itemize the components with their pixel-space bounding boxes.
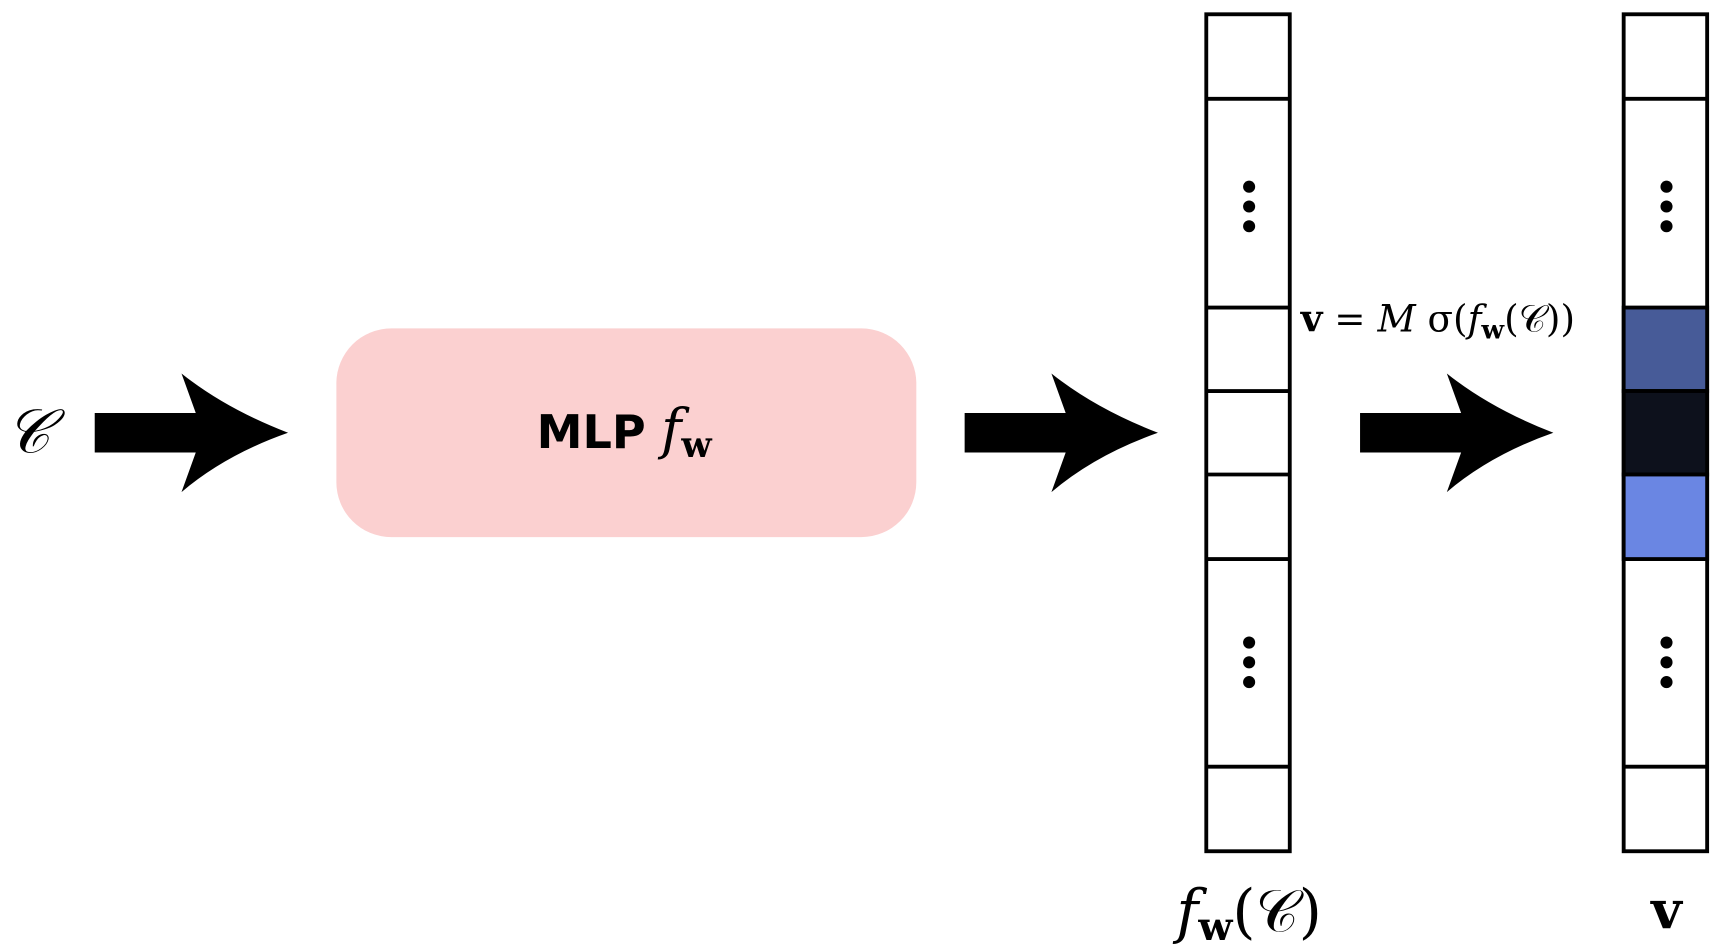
arrow-icon xyxy=(1360,373,1554,493)
ellipsis-icon xyxy=(1660,180,1673,689)
ellipsis-icon xyxy=(1243,180,1256,689)
input-label: 𝒞 xyxy=(5,396,65,468)
vector-v-label: v xyxy=(1650,879,1683,941)
vector-cell xyxy=(1621,472,1710,561)
equation: v = M σ(fw(𝒞)) xyxy=(1300,297,1575,346)
vector-fw xyxy=(1204,12,1292,854)
mlp-block xyxy=(336,328,917,538)
arrow-icon xyxy=(94,373,289,493)
vector-cell xyxy=(1621,305,1710,393)
vector-fw-label: fw(𝒞) xyxy=(1172,876,1321,949)
arrow-icon xyxy=(964,373,1158,493)
vector-cell xyxy=(1621,389,1710,477)
vector-v xyxy=(1621,12,1710,854)
